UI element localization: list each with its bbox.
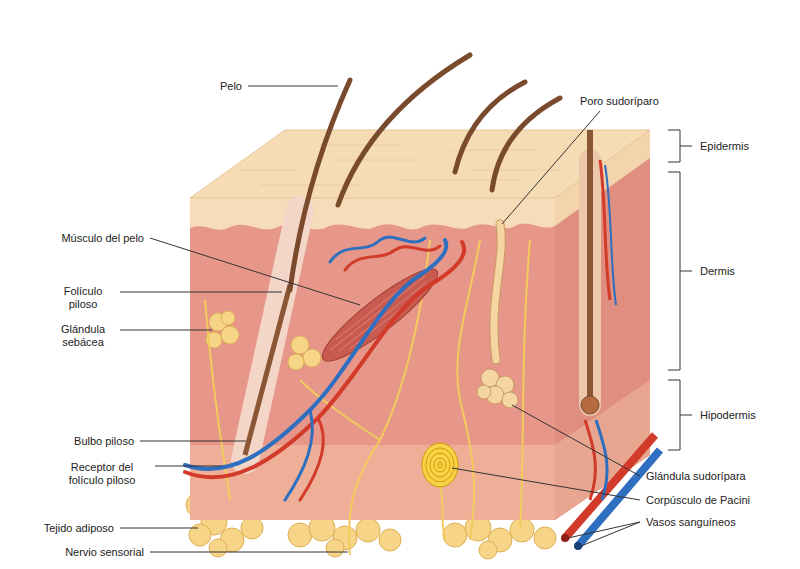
part-label: Folículo piloso bbox=[52, 285, 114, 311]
sweat-duct bbox=[494, 224, 501, 360]
blood-vessels bbox=[185, 237, 464, 500]
surface-cells bbox=[240, 145, 560, 185]
part-label: Receptor del folículo piloso bbox=[54, 461, 150, 487]
hair-follicle bbox=[245, 210, 300, 460]
part-label: Pelo bbox=[220, 80, 242, 93]
hair-bulb-side bbox=[581, 396, 599, 414]
hair-shafts bbox=[290, 55, 560, 290]
part-label: Corpúsculo de Pacini bbox=[646, 494, 750, 507]
part-label: Glándula sudorípara bbox=[646, 470, 746, 483]
nerve-fibres bbox=[205, 240, 530, 555]
part-label: Poro sudoríparo bbox=[580, 95, 659, 108]
sebaceous-gland bbox=[206, 311, 321, 370]
part-label: Glándula sebácea bbox=[52, 323, 114, 349]
part-label: Dermis bbox=[700, 265, 735, 278]
pacinian-corpuscle bbox=[422, 443, 458, 487]
layer-brackets bbox=[668, 130, 692, 450]
hair-shaft-side bbox=[587, 130, 593, 400]
leader-lines bbox=[120, 86, 640, 552]
part-label: Músculo del pelo bbox=[61, 232, 144, 245]
part-label: Hipodermis bbox=[700, 409, 756, 422]
part-label: Vasos sanguíneos bbox=[646, 516, 736, 529]
part-label: Tejido adiposo bbox=[44, 522, 114, 535]
blood-vessel-pipes bbox=[565, 160, 660, 546]
part-label: Epidermis bbox=[700, 140, 749, 153]
part-label: Bulbo piloso bbox=[74, 435, 134, 448]
part-label: Nervio sensorial bbox=[65, 546, 144, 559]
hair-root bbox=[245, 285, 290, 455]
sweat-gland bbox=[477, 369, 518, 408]
